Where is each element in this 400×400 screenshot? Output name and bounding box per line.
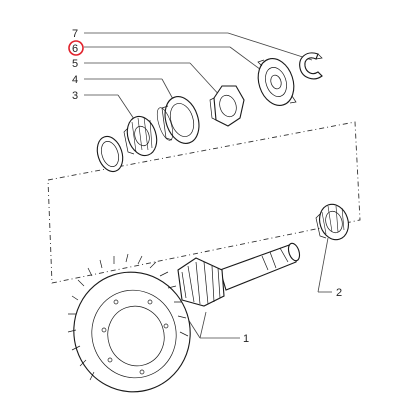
callout-5[interactable]: 5 xyxy=(72,58,78,70)
callout-6-highlight-ring xyxy=(68,40,84,56)
callout-1[interactable]: 1 xyxy=(243,333,249,345)
part-1-crown-wheel-and-pinion[interactable] xyxy=(58,242,301,400)
callout-6[interactable]: 6 xyxy=(72,43,78,55)
part-7-snap-ring[interactable] xyxy=(299,52,323,80)
part-6-tab-washer[interactable] xyxy=(252,54,299,110)
part-5-nut[interactable] xyxy=(209,85,245,127)
shim-ring[interactable] xyxy=(93,133,127,175)
callout-3[interactable]: 3 xyxy=(72,90,78,102)
assembly-boundary xyxy=(47,121,361,284)
callout-2[interactable]: 2 xyxy=(336,287,342,299)
callout-4[interactable]: 4 xyxy=(72,74,78,86)
part-4-bearing-cup[interactable] xyxy=(154,92,205,148)
part-2-rear-bearing[interactable] xyxy=(315,201,353,244)
callout-7[interactable]: 7 xyxy=(72,28,78,40)
part-3-bearing-cone[interactable] xyxy=(123,113,162,160)
